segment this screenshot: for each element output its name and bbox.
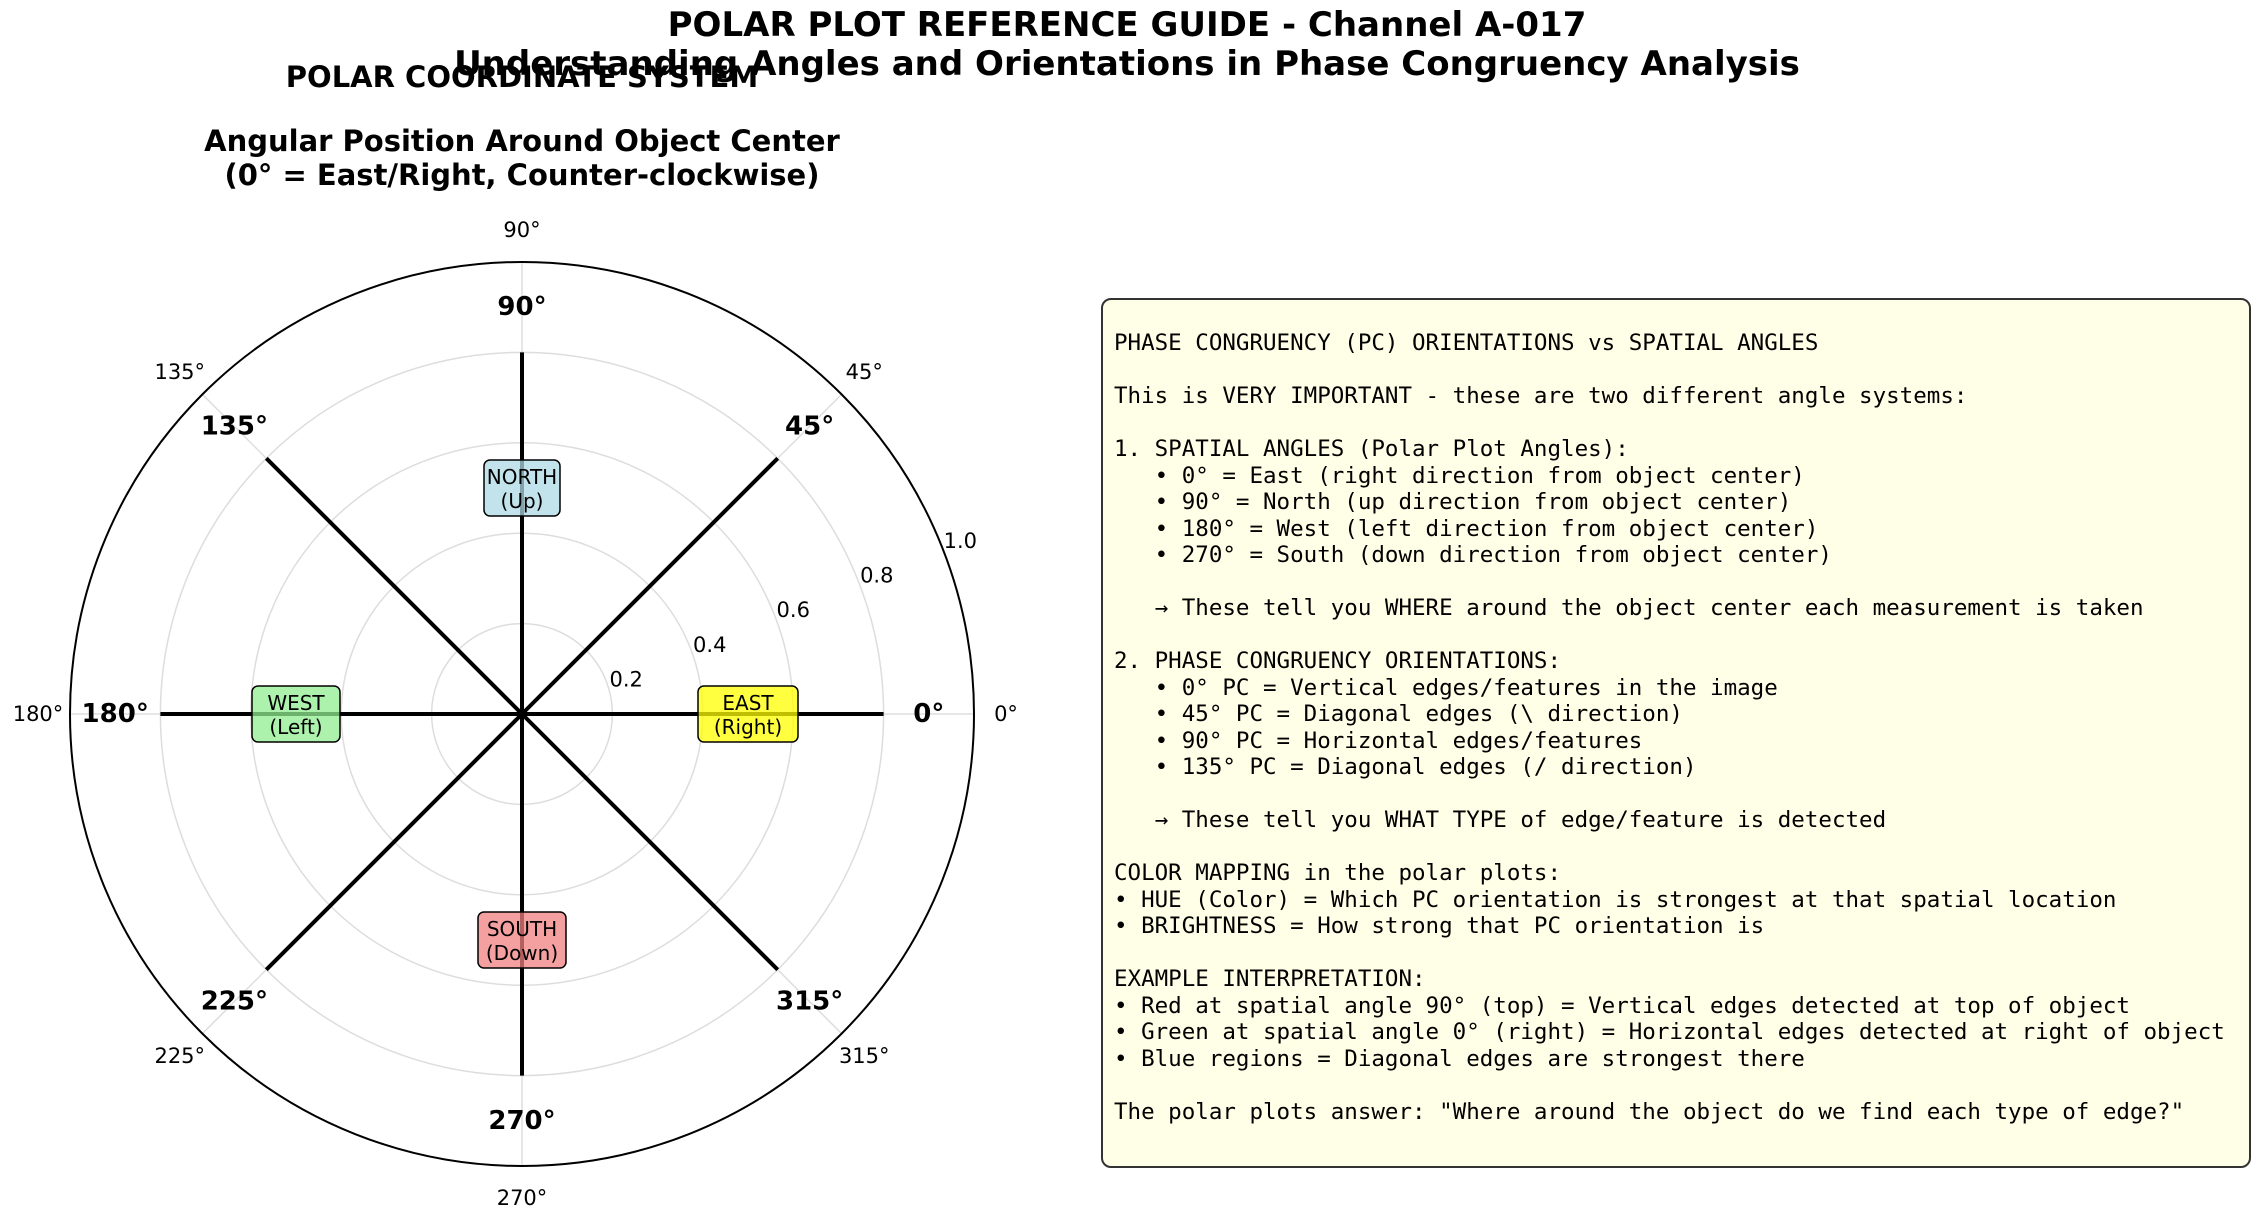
radial-tick-label: 0.8 xyxy=(860,564,893,588)
radial-tick-label: 0.4 xyxy=(693,633,726,657)
direction-labels: NORTH(Up) EAST(Right) WEST(Left) SOUTH(Down… xyxy=(251,459,799,969)
angle-annotation: 90° xyxy=(497,292,546,322)
main-title: POLAR PLOT REFERENCE GUIDE - Channel A-0… xyxy=(0,6,2254,84)
explanation-box: PHASE CONGRUENCY (PC) ORIENTATIONS vs SP… xyxy=(1101,298,2251,1168)
radial-tick-label: 1.0 xyxy=(944,529,977,553)
direction-label-name: WEST xyxy=(267,691,325,715)
spoke-line xyxy=(264,712,524,972)
direction-label-east: EAST(Right) xyxy=(697,685,799,743)
angle-annotation: 225° xyxy=(201,987,268,1017)
direction-label-box xyxy=(477,911,567,969)
angle-annotation: 180° xyxy=(82,699,149,729)
angular-tick-label: 225° xyxy=(154,1044,205,1068)
spoke-line xyxy=(520,712,780,972)
main-title-line2: Understanding Angles and Orientations in… xyxy=(454,44,1800,84)
angle-annotation: 45° xyxy=(785,411,834,441)
angular-tick-label: 270° xyxy=(497,1186,548,1210)
direction-label-south: SOUTH(Down) xyxy=(477,911,567,969)
spoke-line xyxy=(264,456,524,716)
direction-label-sub: (Left) xyxy=(269,715,322,739)
angular-tick-label: 90° xyxy=(503,218,540,242)
angle-annotations: 0° 45° 90° 135° 180° 225° 270° 315° xyxy=(82,292,945,1136)
explanation-text: PHASE CONGRUENCY (PC) ORIENTATIONS vs SP… xyxy=(1114,330,2225,1125)
direction-label-west: WEST(Left) xyxy=(251,685,341,743)
angular-tick-label: 45° xyxy=(846,360,883,384)
polar-panel-heading: POLAR COORDINATE SYSTEM xyxy=(286,60,758,94)
direction-label-box xyxy=(251,685,341,743)
direction-label-north: NORTH(Up) xyxy=(483,459,561,517)
radial-tick-labels: 0.2 0.4 0.6 0.8 1.0 xyxy=(610,529,977,691)
main-title-line1: POLAR PLOT REFERENCE GUIDE - Channel A-0… xyxy=(667,5,1587,45)
angle-annotation: 0° xyxy=(913,699,944,729)
angular-tick-labels: 0° 45° 90° 135° 180° 225° 270° 315° xyxy=(13,218,1018,1210)
polar-outer-ring xyxy=(69,261,975,1167)
direction-label-box xyxy=(483,459,561,517)
direction-label-name: SOUTH xyxy=(487,917,557,941)
angular-tick-label: 315° xyxy=(839,1044,890,1068)
angle-annotation: 315° xyxy=(776,987,843,1017)
spoke-line xyxy=(520,456,780,716)
direction-label-sub: (Up) xyxy=(501,489,544,513)
direction-label-sub: (Right) xyxy=(714,715,782,739)
angle-annotation: 135° xyxy=(201,411,268,441)
angular-tick-label: 180° xyxy=(13,702,64,726)
angular-tick-label: 135° xyxy=(154,360,205,384)
polar-subtitle-line1: Angular Position Around Object Center xyxy=(204,124,840,158)
direction-label-name: EAST xyxy=(722,691,774,715)
radial-tick-label: 0.6 xyxy=(777,598,810,622)
angle-annotation: 270° xyxy=(488,1106,555,1136)
radial-tick-label: 0.2 xyxy=(610,667,643,691)
direction-label-sub: (Down) xyxy=(486,941,558,965)
direction-label-name: NORTH xyxy=(487,465,557,489)
polar-subtitle-line2: (0° = East/Right, Counter-clockwise) xyxy=(225,158,820,192)
direction-label-box xyxy=(697,685,799,743)
angular-tick-label: 0° xyxy=(994,702,1018,726)
